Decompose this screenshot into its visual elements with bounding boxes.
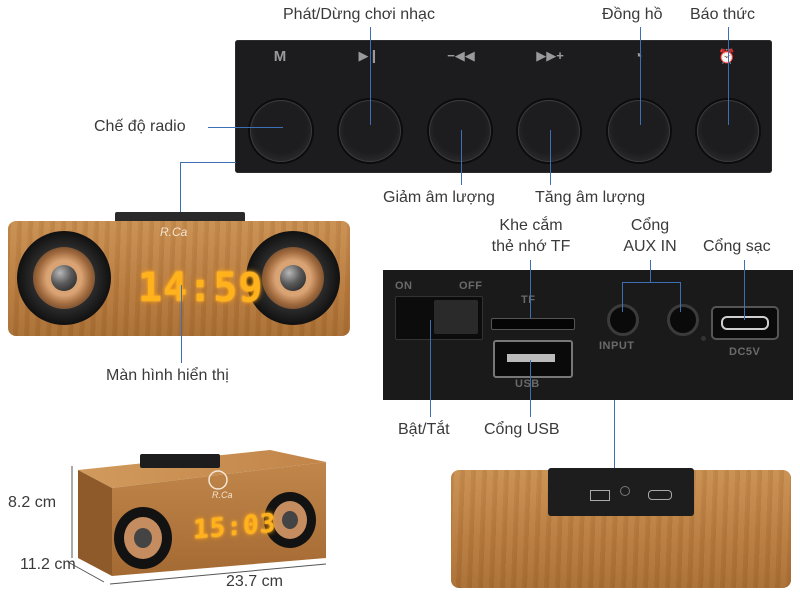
back-dc-mini [648,490,672,500]
clock-symbol: ◔ [633,48,643,65]
right-speaker-cap [280,265,306,291]
label-radio-mode: Chế độ radio [94,118,186,135]
switch-off-text: OFF [459,280,483,292]
callout-connector-h [180,162,236,163]
back-port-panel [548,468,694,516]
input-text: INPUT [599,340,635,352]
next-volume-up-symbol: ▶▶+ [536,48,564,63]
callout-connector-v [180,162,181,212]
usb-port[interactable] [493,340,573,378]
callout-radio [208,127,283,128]
aux-input-jack-2[interactable] [667,304,699,336]
power-switch[interactable] [395,296,483,340]
angled-top-surface [78,450,326,488]
label-usb-port: Cổng USB [484,421,560,438]
label-alarm: Báo thức [690,6,755,23]
rear-panel: ON OFF TF USB INPUT DC5V [383,270,793,400]
tf-card-slot[interactable] [491,318,575,330]
control-panel: M ▶❙ −◀◀ ▶▶+ ◔ ⏰ [235,40,772,173]
label-charge-port: Cổng sạc [703,238,771,255]
volume-down-button[interactable] [429,100,491,162]
label-play-pause: Phát/Dừng chơi nhạc [283,6,435,23]
label-tf-line1: Khe cắm [499,217,563,234]
tf-text: TF [521,294,536,306]
back-aux-mini [620,486,630,496]
callout-clock [640,27,641,125]
dc-charge-port[interactable] [711,306,779,340]
angled-device [67,450,327,585]
callout-aux-left [622,282,623,312]
label-clock: Đồng hồ [602,6,663,23]
dc-text: DC5V [729,346,761,358]
callout-charge [744,260,745,320]
mode-symbol: M [273,48,287,65]
play-pause-symbol: ▶❙ [358,48,380,63]
label-power: Bật/Tắt [398,421,450,438]
label-display: Màn hình hiển thị [106,367,229,384]
back-usb-mini [590,490,610,501]
usb-text: USB [515,378,540,390]
callout-play-pause [370,27,371,125]
switch-on-text: ON [395,280,413,292]
wireless-charge-icon [208,470,228,490]
callout-volume-up [550,130,551,185]
angled-button-strip [140,454,220,468]
label-tf-line2: thẻ nhớ TF [491,238,571,255]
label-volume-down: Giảm âm lượng [383,189,495,206]
label-aux-line2: AUX IN [623,238,677,255]
callout-aux-right [680,282,681,312]
back-speaker-body [451,468,791,588]
dim-width-line [109,563,327,585]
dim-width: 23.7 cm [226,573,283,590]
aux-input-jack-1[interactable] [607,304,639,336]
callout-aux-h [622,282,680,283]
clock-button[interactable] [608,100,670,162]
brand-logo-angled: R.Ca [212,490,233,500]
callout-volume-down [461,130,462,185]
callout-rear-connector [614,400,615,468]
callout-power [430,320,431,417]
callout-aux-stem [650,260,651,282]
left-speaker-cap [51,265,77,291]
angled-side [78,470,112,576]
callout-alarm [728,27,729,125]
callout-display [181,285,182,363]
prev-volume-down-symbol: −◀◀ [447,48,475,63]
label-aux-line1: Cổng [630,217,670,234]
brand-logo: R.Ca [160,225,188,239]
led-display-front: 14:59 [138,265,264,311]
dim-height: 8.2 cm [8,494,57,511]
indicator-led [701,336,706,341]
label-volume-up: Tăng âm lượng [535,189,646,206]
radio-mode-button[interactable] [250,100,312,162]
volume-up-button[interactable] [518,100,580,162]
alarm-symbol: ⏰ [718,48,736,64]
front-speaker-body: R.Ca 14:59 [8,221,350,336]
dim-depth: 11.2 cm [20,556,76,573]
callout-usb [530,360,531,417]
dim-depth-line [67,561,105,583]
callout-tf [530,260,531,318]
